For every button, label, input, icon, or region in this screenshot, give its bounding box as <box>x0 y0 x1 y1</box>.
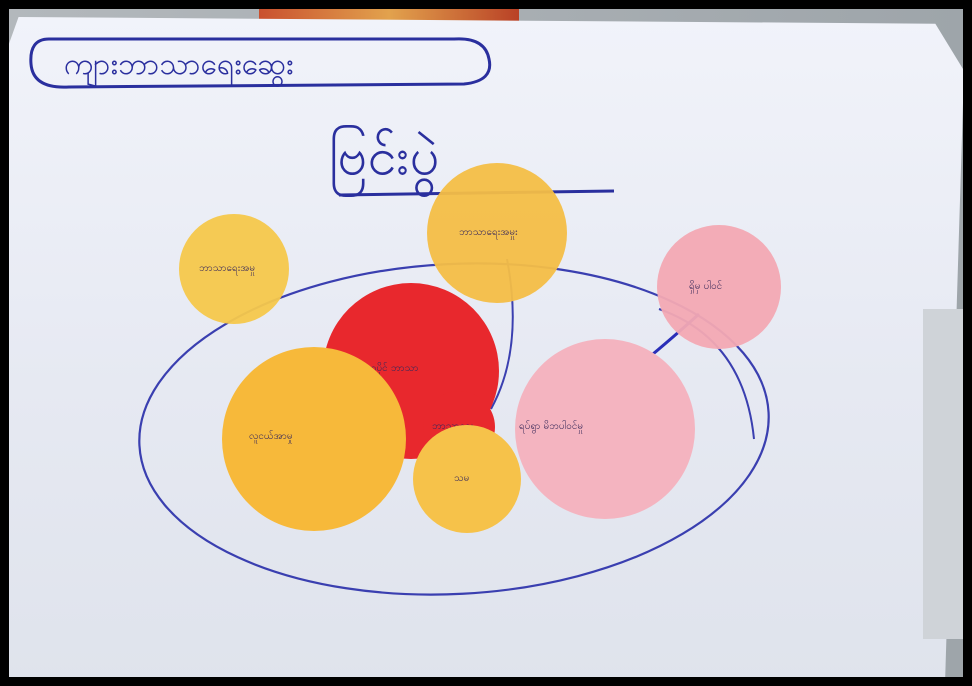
sticker-orange-large: လူငယ်အာမှု <box>222 347 406 531</box>
svg-text:ရပ်ရွာ မိဘပါဝင်မှု: ရပ်ရွာ မိဘပါဝင်မှု <box>519 419 583 434</box>
title-box-outline <box>29 37 492 89</box>
svg-text:ဘာသာရေးအမှုး: ဘာသာရေးအမှုး <box>459 227 518 240</box>
heading-text: ဗြင်းပွဲ <box>329 126 439 197</box>
paper-edge <box>923 309 963 639</box>
sticker-yellow-small: သမ <box>413 425 521 533</box>
sticker-top-right: ရှိမှ ပါဝင် <box>657 225 781 349</box>
svg-text:သမ: သမ <box>454 473 469 484</box>
drawing-layer: ကျားဘာသာရေးဆွေး ဗြင်းပွဲ ဘာသာရေးအမှု ဘာသ… <box>29 37 781 596</box>
svg-text:လူငယ်အာမှု: လူငယ်အာမှု <box>249 429 293 444</box>
svg-text:ရှိမှ ပါဝင်: ရှိမှ ပါဝင် <box>689 279 722 294</box>
sticker-top-left: ဘာသာရေးအမှု <box>179 214 289 324</box>
svg-text:ဘာသာရေးအမှု: ဘာသာရေးအမှု <box>199 263 255 276</box>
sticker-top-center: ဘာသာရေးအမှုး <box>427 163 567 303</box>
sticker-pink-large: ရပ်ရွာ မိဘပါဝင်မှု <box>515 339 695 519</box>
title-box-text: ကျားဘာသာရေးဆွေး <box>64 47 293 88</box>
